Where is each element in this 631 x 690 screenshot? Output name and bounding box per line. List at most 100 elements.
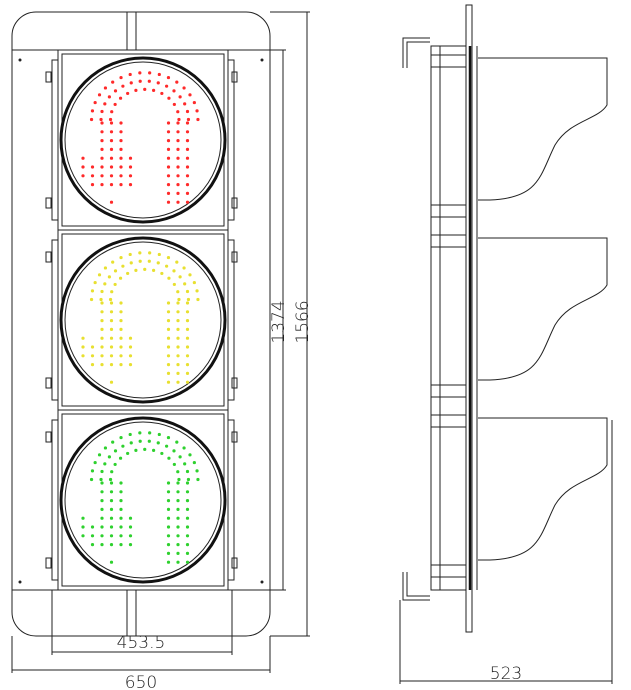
led-dot [176,183,180,187]
led-dot [107,275,111,279]
led-dot [109,319,114,323]
led-dot [97,93,102,97]
led-dot [182,86,186,90]
lens-red [59,56,227,224]
led-dot [128,345,133,349]
led-dot [103,266,108,270]
led-dot [99,117,103,122]
led-dot [111,80,115,84]
led-dot [152,448,156,453]
led-dot [192,460,196,465]
led-dot [119,336,123,340]
led-dot [196,117,200,122]
led-dot [107,95,111,99]
led-dot [103,446,108,450]
led-dot [166,354,171,358]
led-dot [143,87,147,91]
led-dot [182,446,186,450]
led-dot [109,345,114,349]
led-dot [148,431,152,435]
led-dot [81,525,85,529]
led-dot [119,534,123,538]
led-dot [176,191,180,195]
led-dot [107,455,111,459]
led-dot [81,534,85,538]
led-dot [172,462,176,467]
led-dot [195,469,199,473]
led-dot [186,117,191,122]
led-dot [100,354,104,358]
led-dot [113,89,118,93]
led-dot [90,534,95,538]
led-dot [185,319,190,323]
led-dot [109,327,114,331]
hinge-clip [45,431,52,443]
hinge-clip [45,557,52,569]
led-dot [100,121,104,125]
led-dot [100,345,104,349]
led-dot [176,380,180,384]
led-dot [119,543,123,547]
led-dot [109,543,114,547]
led-dot [119,345,123,349]
led-dot [166,75,171,80]
led-dot [110,110,114,114]
led-dot [119,75,123,80]
led-dot [192,100,196,105]
hinge-clip [231,431,238,443]
led-dot [166,147,171,151]
led-dot [109,481,114,485]
led-dot [90,289,95,293]
led-dot [166,165,171,169]
led-dot [81,165,85,169]
led-dot [119,156,123,160]
led-dot [166,525,171,529]
led-dot [166,336,171,340]
visor [478,57,608,201]
led-dot [81,156,85,160]
led-dot [166,139,171,143]
lens-yellow [59,236,227,404]
led-dot [100,507,104,511]
signal-module-green [45,409,238,591]
led-dot [119,183,123,187]
led-dot [156,81,160,85]
led-dot [166,435,171,440]
led-dot [166,560,171,564]
led-dot [176,327,180,331]
led-dot [97,273,102,277]
bottom-bracket [402,572,430,601]
led-dot [129,261,133,265]
led-dot [166,371,171,375]
led-dot [90,543,95,547]
side-module-green [430,414,608,578]
led-dot [185,543,190,547]
led-dot [97,453,102,457]
led-dot [166,499,171,503]
led-dot [177,117,181,122]
led-dot [152,268,156,273]
led-dot [108,477,113,482]
led-dot [186,297,191,302]
pole-strip [126,12,137,636]
led-dot [109,301,114,305]
led-dot [185,516,190,520]
led-dot [176,490,180,494]
led-dot [176,156,180,160]
led-dot [109,490,114,494]
led-dot [100,363,104,367]
led-dot [175,440,179,444]
led-dot [185,481,190,485]
led-dot [167,456,171,460]
led-dot [118,96,123,100]
led-dot [134,448,138,453]
led-dot [176,543,180,547]
led-dot [110,470,114,474]
led-dot [128,72,132,77]
led-dot [109,310,114,314]
led-dot [100,130,104,134]
led-dot [165,444,169,448]
led-dot [160,451,164,456]
led-dot [100,147,104,151]
led-dot [185,499,190,503]
